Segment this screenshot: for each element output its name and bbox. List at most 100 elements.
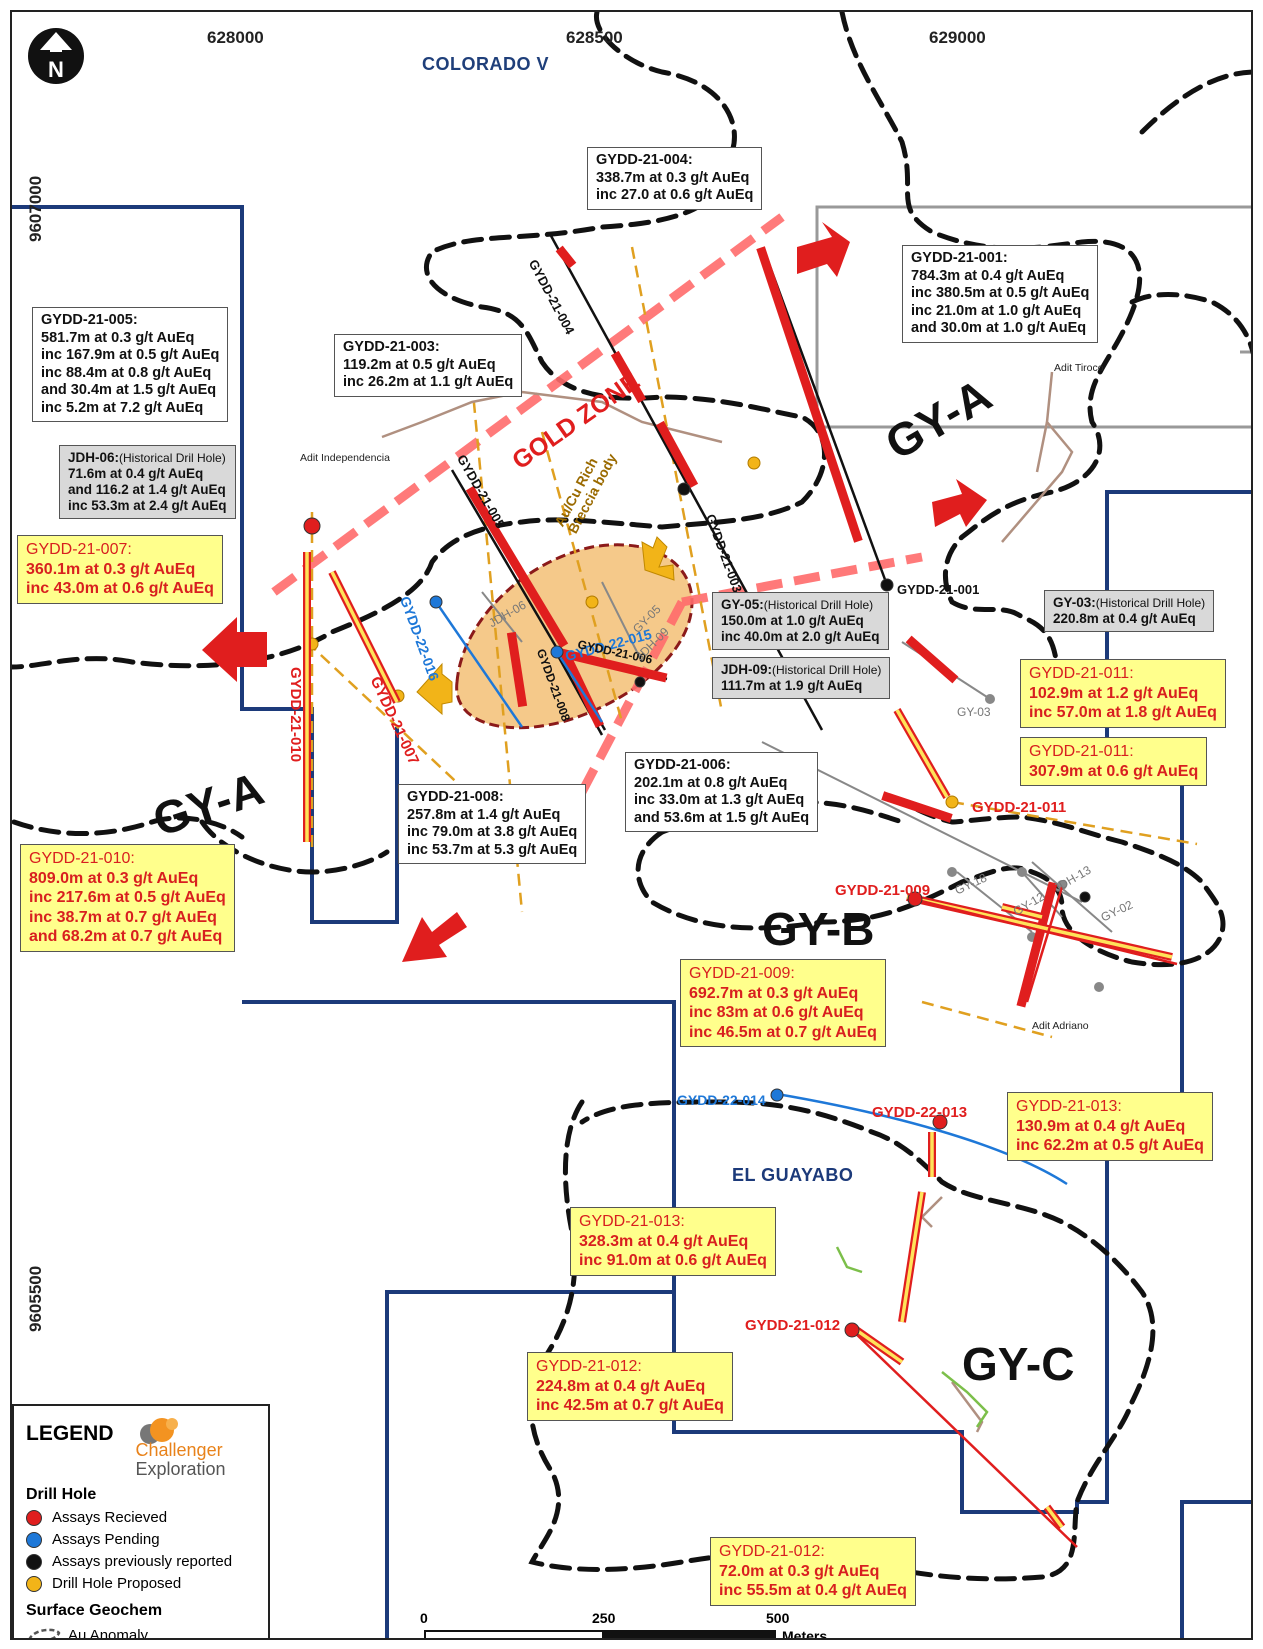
- legend-title: LEGEND: [26, 1422, 114, 1445]
- result-box-gydd-21-008: GYDD-21-008: 257.8m at 1.4 g/t AuEq inc …: [398, 784, 587, 864]
- result-box-jdh-09: JDH-09:(Historical Drill Hole) 111.7m at…: [712, 657, 891, 699]
- legend: LEGEND Challenger Exploration Drill Hole…: [12, 1404, 270, 1640]
- result-line: inc 38.7m at 0.7 g/t AuEq: [29, 908, 217, 926]
- easting-label: 628000: [207, 28, 264, 47]
- result-line: inc 380.5m at 0.5 g/t AuEq: [911, 285, 1090, 301]
- result-line: inc 43.0m at 0.6 g/t AuEq: [26, 580, 214, 597]
- logo-icon: [139, 1418, 178, 1444]
- result-line: inc 33.0m at 1.3 g/t AuEq: [634, 792, 805, 808]
- scale-tick: 500: [766, 1610, 790, 1626]
- result-box-gydd-21-013-a: GYDD-21-013: 130.9m at 0.4 g/t AuEq inc …: [1007, 1092, 1213, 1161]
- legend-item: Au Anomaly: [26, 1625, 256, 1640]
- result-box-gydd-21-013-b: GYDD-21-013: 328.3m at 0.4 g/t AuEq inc …: [570, 1207, 776, 1276]
- result-line: GYDD-21-012:: [536, 1358, 642, 1375]
- result-line: 692.7m at 0.3 g/t AuEq: [689, 984, 859, 1002]
- legend-surface-heading: Surface Geochem: [26, 1602, 163, 1619]
- result-line: inc 167.9m at 0.5 g/t AuEq: [41, 347, 220, 363]
- result-title: GY-05:: [721, 597, 764, 612]
- result-line: inc 55.5m at 0.4 g/t AuEq: [719, 1582, 907, 1599]
- scale-unit: Meters: [782, 1628, 828, 1640]
- result-line: inc 57.0m at 1.8 g/t AuEq: [1029, 704, 1217, 721]
- result-line: and 116.2 at 1.4 g/t AuEq: [68, 482, 226, 497]
- result-line: inc 26.2m at 1.1 g/t AuEq: [343, 374, 514, 390]
- historical-collars: [947, 694, 1104, 992]
- result-box-gydd-21-006: GYDD-21-006: 202.1m at 0.8 g/t AuEq inc …: [625, 752, 819, 832]
- adit-adriano-label: Adit Adriano: [1032, 1020, 1089, 1032]
- scale-segment: [604, 1630, 776, 1638]
- hole-collars: [303, 482, 1091, 1338]
- scale-tick: 0: [420, 1610, 428, 1626]
- legend-item-label: Assays Recieved: [52, 1509, 168, 1526]
- north-arrow-icon: N: [28, 28, 84, 84]
- red-dot-icon: [26, 1509, 42, 1526]
- adit-independencia-label: Adit Independencia: [300, 452, 390, 464]
- result-box-gydd-21-011-b: GYDD-21-011: 307.9m at 0.6 g/t AuEq: [1020, 737, 1208, 786]
- hole-label-gydd-22-014: GYDD-22-014: [677, 1092, 766, 1108]
- result-line: 257.8m at 1.4 g/t AuEq: [407, 806, 561, 823]
- result-box-gydd-21-012-a: GYDD-21-012: 224.8m at 0.4 g/t AuEq inc …: [527, 1352, 733, 1421]
- result-line: 220.8m at 0.4 g/t AuEq: [1053, 611, 1196, 626]
- result-line: inc 40.0m at 2.0 g/t AuEq: [721, 629, 880, 644]
- result-line: inc 217.6m at 0.5 g/t AuEq: [29, 889, 226, 906]
- pending-hole-traces: [434, 601, 1068, 1186]
- result-line: GYDD-21-007:: [26, 541, 132, 558]
- zone-gy-c: GY-C: [962, 1338, 1075, 1390]
- adit-workings: [381, 371, 1074, 1433]
- result-box-gydd-21-009: GYDD-21-009: 692.7m at 0.3 g/t AuEq inc …: [680, 959, 886, 1047]
- result-line: inc 62.2m at 0.5 g/t AuEq: [1016, 1137, 1204, 1154]
- hole-label-gydd-21-011: GYDD-21-011: [972, 799, 1067, 816]
- result-line: GYDD-21-008:: [407, 789, 504, 805]
- expansion-arrows: [202, 222, 987, 962]
- result-title-suffix: (Historical Drill Hole): [1095, 596, 1206, 610]
- scale-bar: 0 250 500 Meters: [420, 1610, 828, 1640]
- result-box-gydd-21-001: GYDD-21-001: 784.3m at 0.4 g/t AuEq inc …: [902, 245, 1099, 343]
- result-line: 784.3m at 0.4 g/t AuEq: [911, 267, 1065, 284]
- hole-label-gydd-21-001: GYDD-21-001: [897, 582, 980, 597]
- highlight-bars: [303, 552, 1173, 1530]
- result-line: GYDD-21-013:: [1016, 1098, 1122, 1115]
- result-box-gydd-21-004: GYDD-21-004: 338.7m at 0.3 g/t AuEq inc …: [587, 147, 763, 210]
- result-box-gydd-21-011-a: GYDD-21-011: 102.9m at 1.2 g/t AuEq inc …: [1020, 659, 1226, 728]
- easting-label: 628500: [566, 28, 623, 47]
- result-line: GYDD-21-005:: [41, 312, 138, 328]
- result-line: and 30.4m at 1.5 g/t AuEq: [41, 382, 217, 398]
- hole-label-gy-03: GY-03: [957, 705, 991, 719]
- legend-item-label: Au Anomaly: [68, 1626, 149, 1640]
- result-line: GYDD-21-010:: [29, 850, 135, 867]
- result-title: JDH-09:: [721, 662, 773, 677]
- adit-tiroco-label: Adit Tiroco: [1054, 362, 1104, 374]
- legend-item: Assays Pending: [26, 1531, 256, 1548]
- result-line: and 53.6m at 1.5 g/t AuEq: [634, 809, 810, 826]
- result-line: GYDD-21-001:: [911, 250, 1008, 266]
- received-hole-traces: [851, 886, 1178, 1548]
- legend-item: Assays previously reported: [26, 1553, 256, 1570]
- result-title-suffix: (Historical Dril Hole): [119, 451, 226, 465]
- result-line: inc 27.0 at 0.6 g/t AuEq: [596, 187, 754, 203]
- result-line: 119.2m at 0.5 g/t AuEq: [343, 356, 496, 373]
- legend-drill-hole-heading: Drill Hole: [26, 1486, 97, 1503]
- geochem-green: [835, 1246, 989, 1428]
- result-line: 224.8m at 0.4 g/t AuEq: [536, 1377, 706, 1395]
- result-box-gydd-21-010: GYDD-21-010: 809.0m at 0.3 g/t AuEq inc …: [20, 844, 235, 952]
- result-line: and 30.0m at 1.0 g/t AuEq: [911, 320, 1087, 336]
- result-line: inc 83m at 0.6 g/t AuEq: [689, 1004, 864, 1021]
- legend-item: Drill Hole Proposed: [26, 1575, 256, 1592]
- result-line: GYDD-21-009:: [689, 965, 795, 982]
- result-line: GYDD-21-011:: [1029, 743, 1134, 760]
- legend-item-label: Assays previously reported: [52, 1553, 233, 1570]
- result-line: 307.9m at 0.6 g/t AuEq: [1029, 762, 1199, 780]
- result-title: GY-03:: [1053, 595, 1096, 610]
- anomaly-outline-icon: [28, 1628, 61, 1638]
- scale-segment: [424, 1630, 604, 1638]
- result-line: 111.7m at 1.9 g/t AuEq: [721, 678, 863, 693]
- legend-item: Assays Recieved: [26, 1509, 256, 1526]
- result-line: inc 53.3m at 2.4 g/t AuEq: [68, 498, 227, 513]
- result-line: inc 53.7m at 5.3 g/t AuEq: [407, 841, 578, 858]
- scale-tick: 250: [592, 1610, 616, 1626]
- legend-item-label: Drill Hole Proposed: [52, 1575, 182, 1592]
- result-line: 581.7m at 0.3 g/t AuEq: [41, 329, 195, 346]
- result-line: GYDD-21-012:: [719, 1543, 825, 1560]
- result-line: inc 88.4m at 0.8 g/t AuEq: [41, 364, 212, 381]
- result-line: 360.1m at 0.3 g/t AuEq: [26, 560, 196, 578]
- result-line: inc 21.0m at 1.0 g/t AuEq: [911, 302, 1082, 319]
